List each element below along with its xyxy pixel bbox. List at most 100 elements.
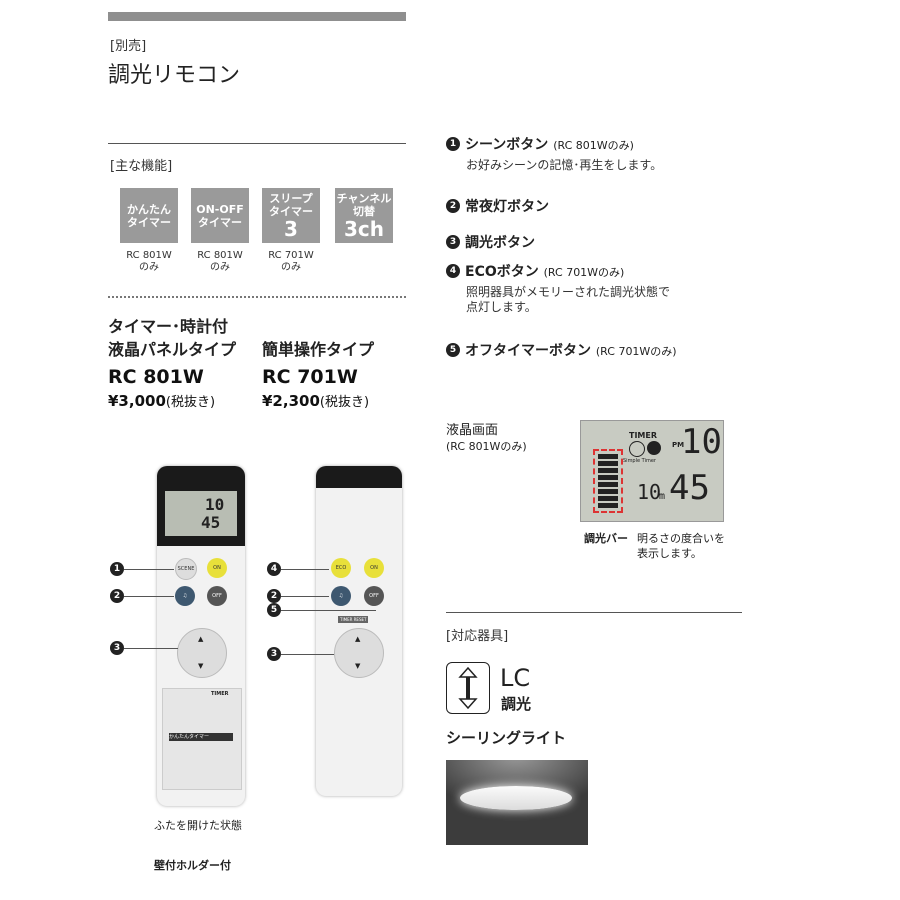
callout-number: 2: [110, 589, 124, 603]
compat-heading: [対応器具]: [446, 629, 509, 644]
model-type: 簡単操作タイプ: [262, 340, 375, 359]
item-title-text: オフタイマーボタン: [465, 343, 591, 359]
feature-caption-line: RC 801W: [126, 250, 172, 261]
callout-number: 2: [267, 589, 281, 603]
callout-line: [281, 596, 329, 597]
dim-segment: [598, 496, 618, 501]
lcd-pm: PM: [672, 441, 685, 449]
off-button[interactable]: OFF: [207, 586, 227, 606]
item-title-text: 調光ボタン: [465, 235, 535, 251]
price-value: ¥2,300: [262, 392, 320, 410]
callout-number: 5: [267, 603, 281, 617]
night-light-button[interactable]: ♫: [175, 586, 195, 606]
eco-button[interactable]: ECO: [331, 558, 351, 578]
dimmer-button[interactable]: ▲ ▼: [334, 628, 384, 678]
page-title: 調光リモコン: [108, 63, 241, 88]
lcd-unit: m: [659, 491, 666, 502]
item-title: シーンボタン (RC 801Wのみ): [465, 134, 634, 154]
item-title-text: 常夜灯ボタン: [465, 199, 549, 215]
dim-segment: [598, 454, 618, 459]
night-light-button[interactable]: ♫: [331, 586, 351, 606]
lcd-screen: TIMER Simple Timer PM 10 45 10 m: [580, 420, 724, 522]
features-heading: [主な機能]: [110, 159, 173, 174]
lcd-timer-label: TIMER: [629, 431, 658, 440]
timer-icon: [647, 441, 661, 455]
item-note: (RC 801Wのみ): [553, 139, 634, 152]
dotted-divider: [108, 296, 406, 298]
lcd-minute: 45: [669, 468, 710, 508]
dimmer-button[interactable]: ▲ ▼: [177, 628, 227, 678]
callout-line: [281, 569, 329, 570]
feature-caption: RC 801W のみ: [185, 250, 255, 274]
feature-onoff-timer: ON-OFF タイマー: [191, 188, 249, 243]
dimming-icon: [446, 662, 490, 714]
model-type: 液晶パネルタイプ: [108, 340, 237, 359]
divider: [446, 612, 742, 613]
button-item: 1 シーンボタン (RC 801Wのみ) お好みシーンの記憶･再生をします。: [446, 134, 746, 173]
bar-desc: 明るさの度合いを: [637, 532, 725, 545]
item-number: 5: [446, 343, 460, 357]
price-tax: (税抜き): [165, 395, 216, 410]
divider: [108, 143, 406, 144]
scene-button[interactable]: SCENE: [175, 558, 197, 580]
item-number: 2: [446, 199, 460, 213]
callout-number: 1: [110, 562, 124, 576]
up-icon: ▲: [355, 635, 361, 643]
item-number: 3: [446, 235, 460, 249]
feature-caption-line: RC 701W: [268, 250, 314, 261]
lcd-mini: 10 45: [165, 491, 237, 536]
off-button[interactable]: OFF: [364, 586, 384, 606]
feature-line: タイマー: [198, 215, 242, 229]
callout-line: [281, 654, 334, 655]
lcd-label-note: (RC 801Wのみ): [446, 440, 527, 453]
model-price: ¥3,000(税抜き): [108, 391, 215, 410]
compat-code: LC: [500, 664, 531, 692]
lcd-mini-minute: 45: [201, 513, 221, 532]
ceiling-light-photo: [446, 760, 588, 845]
feature-caption-line: RC 801W: [197, 250, 243, 261]
feature-caption: RC 801W のみ: [114, 250, 184, 274]
lcd-countdown: 10: [637, 480, 662, 504]
item-desc: お好みシーンの記憶･再生をします。: [466, 158, 663, 172]
button-item: 3 調光ボタン: [446, 232, 535, 252]
simple-timer-label: かんたんタイマー: [169, 733, 233, 741]
model-type: タイマー･時計付: [108, 317, 229, 336]
timer-reset-button[interactable]: TIMER RESET: [338, 616, 369, 623]
item-title-text: ECOボタン: [465, 264, 539, 280]
callout-line: [124, 569, 174, 570]
feature-caption-line: のみ: [210, 262, 230, 273]
compat-sub: 調光: [501, 695, 532, 713]
button-item: 2 常夜灯ボタン: [446, 196, 549, 216]
callout-line: [281, 610, 376, 611]
category-label: [別売]: [110, 39, 147, 54]
callout-line: [124, 596, 174, 597]
lcd-hour: 10: [681, 422, 722, 462]
lcd-mini-hour: 10: [205, 495, 225, 514]
model-price: ¥2,300(税抜き): [262, 391, 369, 410]
lcd-label: 液晶画面: [446, 423, 499, 438]
on-button[interactable]: ON: [207, 558, 227, 578]
feature-caption: RC 701W のみ: [256, 250, 326, 274]
button-item: 4 ECOボタン (RC 701Wのみ) 照明器具がメモリーされた調光状態で 点…: [446, 261, 746, 315]
dim-segment: [598, 461, 618, 466]
lcd-simple-timer: Simple Timer: [623, 458, 656, 464]
dim-segment: [598, 482, 618, 487]
feature-line: 切替: [353, 204, 375, 218]
feature-line: チャンネル: [336, 191, 392, 205]
clock-icon: [629, 441, 645, 457]
on-button[interactable]: ON: [364, 558, 384, 578]
item-note: (RC 701Wのみ): [543, 266, 625, 279]
item-number: 1: [446, 137, 460, 151]
dim-segment: [598, 489, 618, 494]
open-cover-caption: ふたを開けた状態: [154, 819, 242, 832]
bar-desc: 表示します。: [637, 547, 702, 560]
top-rule: [108, 12, 406, 21]
callout-number: 3: [110, 641, 124, 655]
remote-top: [316, 466, 402, 488]
item-desc: 点灯します。: [466, 300, 537, 314]
item-desc: 照明器具がメモリーされた調光状態で: [466, 285, 671, 299]
bar-label: 調光バー: [584, 532, 628, 545]
product-name: シーリングライト: [446, 729, 567, 747]
item-title: ECOボタン (RC 701Wのみ): [465, 261, 624, 281]
item-title-text: シーンボタン: [465, 137, 549, 153]
